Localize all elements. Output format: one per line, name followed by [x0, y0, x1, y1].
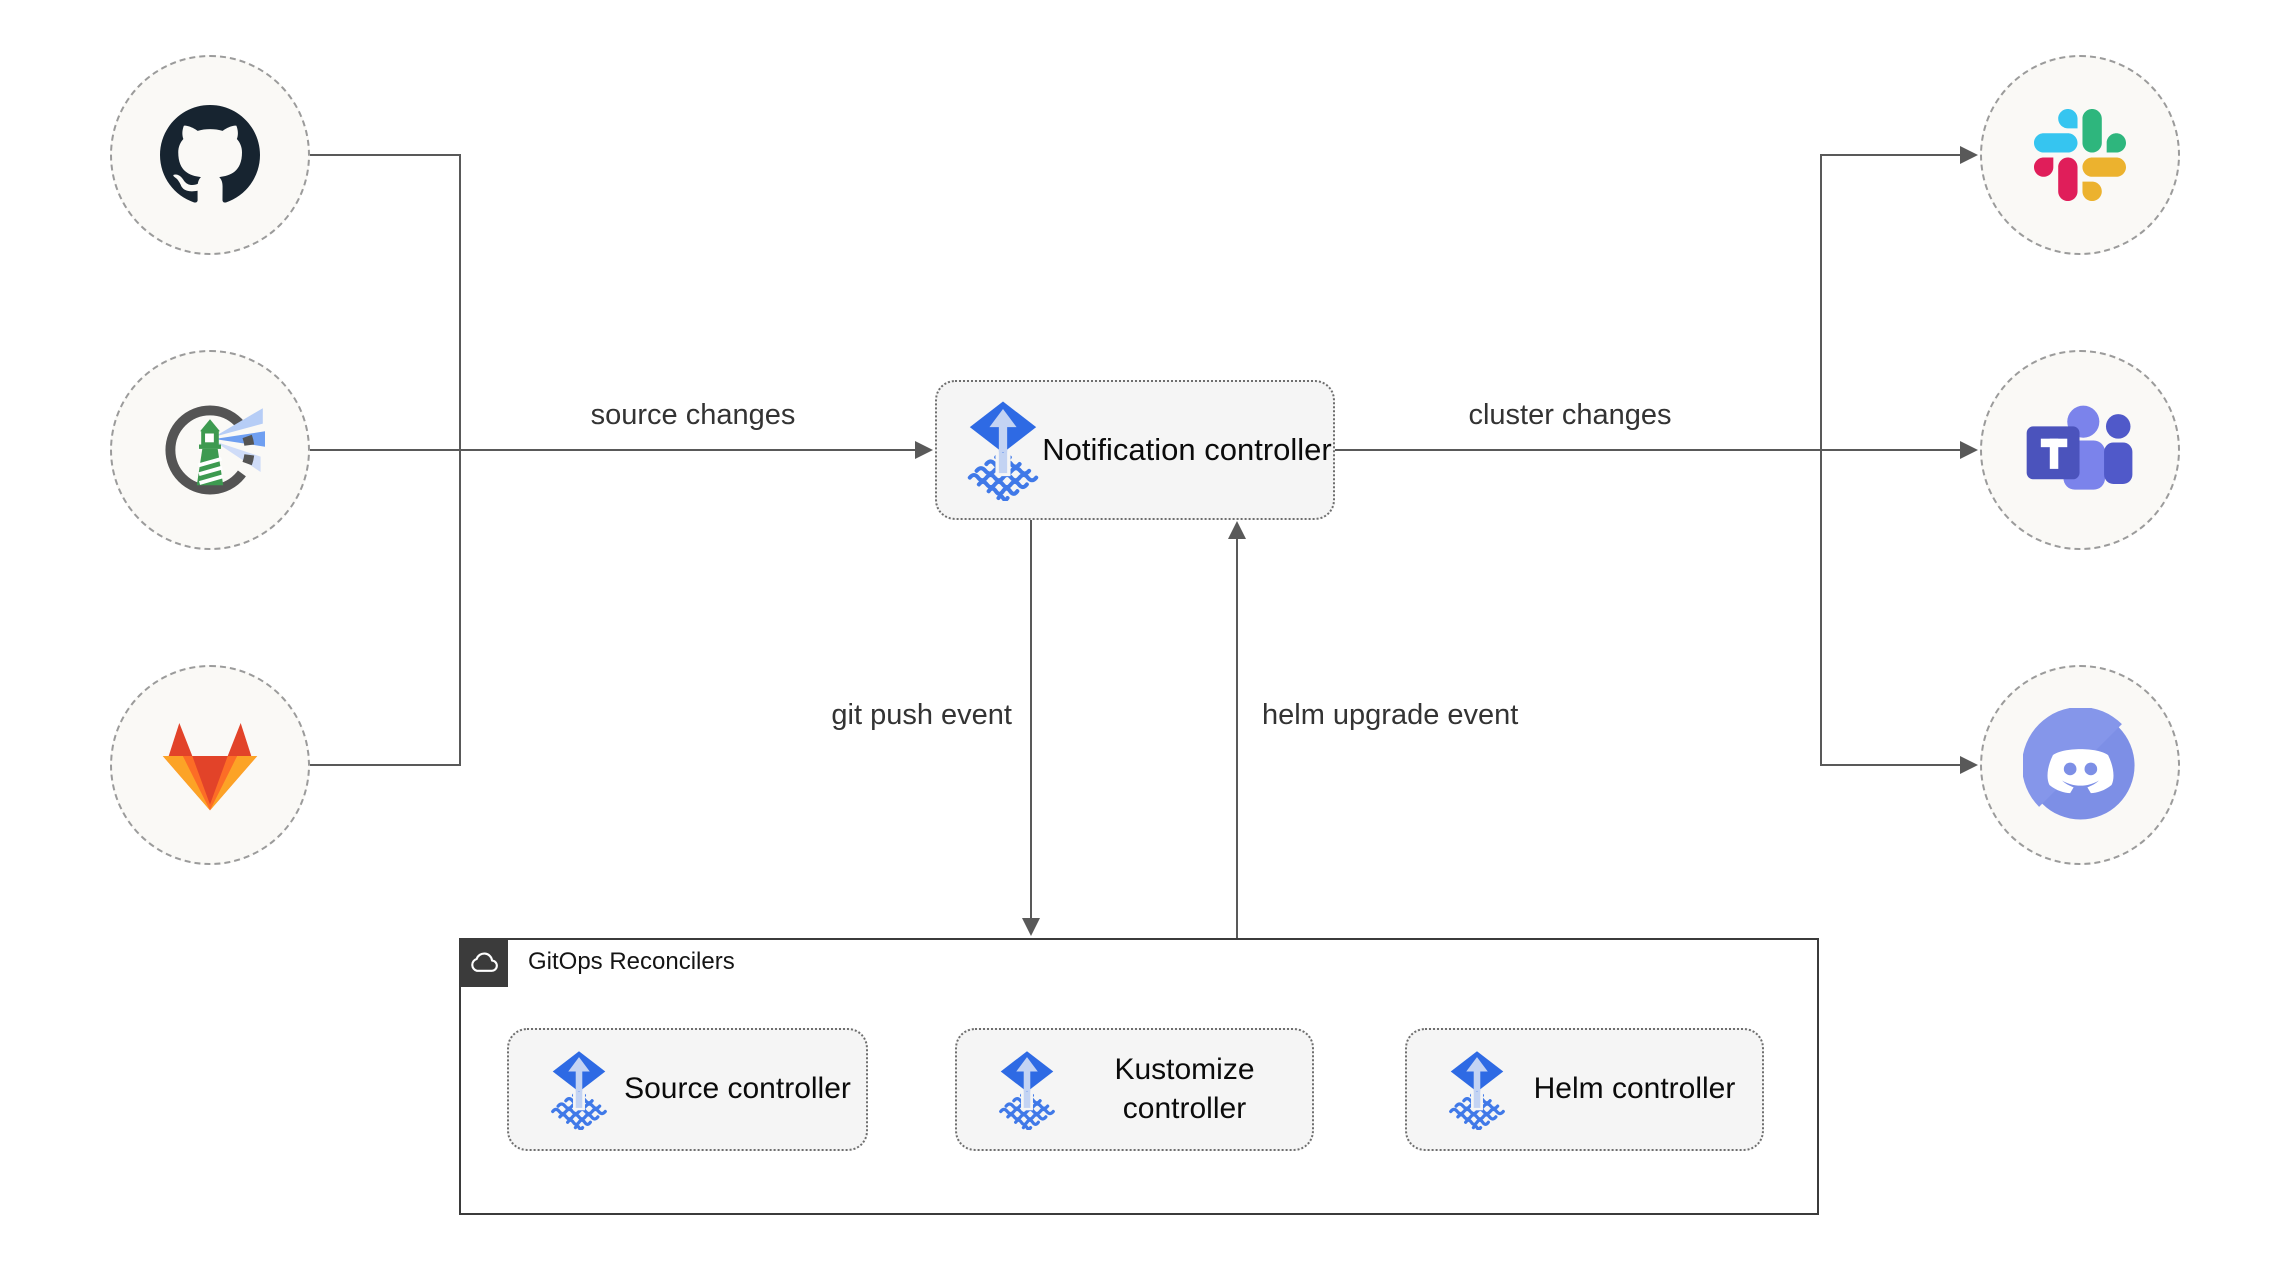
helm-controller-label: Helm controller [1533, 1072, 1736, 1106]
discord-node [1980, 665, 2180, 865]
edge-left-vertical [459, 154, 461, 766]
arrowhead-into-reconcilers [1022, 918, 1040, 936]
gitlab-node [110, 665, 310, 865]
gitlab-icon [162, 722, 258, 810]
harbor-icon [165, 405, 265, 495]
helm-controller-node: Helm controller [1405, 1028, 1764, 1151]
edge-cluster-changes-line [1335, 449, 1822, 451]
label-cluster-changes: cluster changes [1468, 399, 1672, 431]
arrowhead-into-notification [915, 441, 933, 459]
github-node [110, 55, 310, 255]
teams-node [1980, 350, 2180, 550]
github-icon [160, 105, 260, 203]
edge-git-push-line [1030, 520, 1032, 920]
arrowhead-into-slack [1960, 146, 1978, 164]
source-controller-node: Source controller [507, 1028, 868, 1151]
edge-to-teams [1822, 449, 1962, 451]
teams-icon [2026, 405, 2133, 490]
flux-icon [551, 1050, 607, 1130]
slack-icon [2034, 109, 2126, 201]
discord-icon [2022, 707, 2135, 820]
edge-right-vertical [1820, 154, 1822, 766]
edge-helm-upgrade-line [1236, 538, 1238, 938]
flux-icon [999, 1050, 1055, 1130]
edge-gitlab-junction [310, 764, 460, 766]
edge-github-junction [310, 154, 460, 156]
label-git-push-event: git push event [831, 699, 1012, 731]
edge-to-slack [1820, 154, 1962, 156]
harbor-node [110, 350, 310, 550]
arrowhead-into-notification-bottom [1228, 521, 1246, 539]
flux-icon [967, 401, 1039, 501]
notification-controller-node: Notification controller [935, 380, 1335, 520]
arrowhead-into-teams [1960, 441, 1978, 459]
label-helm-upgrade-event: helm upgrade event [1262, 699, 1519, 731]
edge-to-discord [1820, 764, 1962, 766]
kustomize-controller-label: Kustomize controller [1114, 1053, 1255, 1125]
source-controller-label: Source controller [624, 1072, 851, 1106]
gitops-reconcilers-title: GitOps Reconcilers [528, 948, 735, 975]
cloud-icon [470, 951, 498, 972]
cloud-badge [459, 938, 508, 987]
kustomize-controller-node: Kustomize controller [955, 1028, 1314, 1151]
slack-node [1980, 55, 2180, 255]
notification-controller-label: Notification controller [1042, 432, 1332, 468]
label-source-changes: source changes [590, 399, 796, 431]
arrowhead-into-discord [1960, 756, 1978, 774]
flux-icon [1449, 1050, 1505, 1130]
edge-source-changes-line [310, 449, 917, 451]
